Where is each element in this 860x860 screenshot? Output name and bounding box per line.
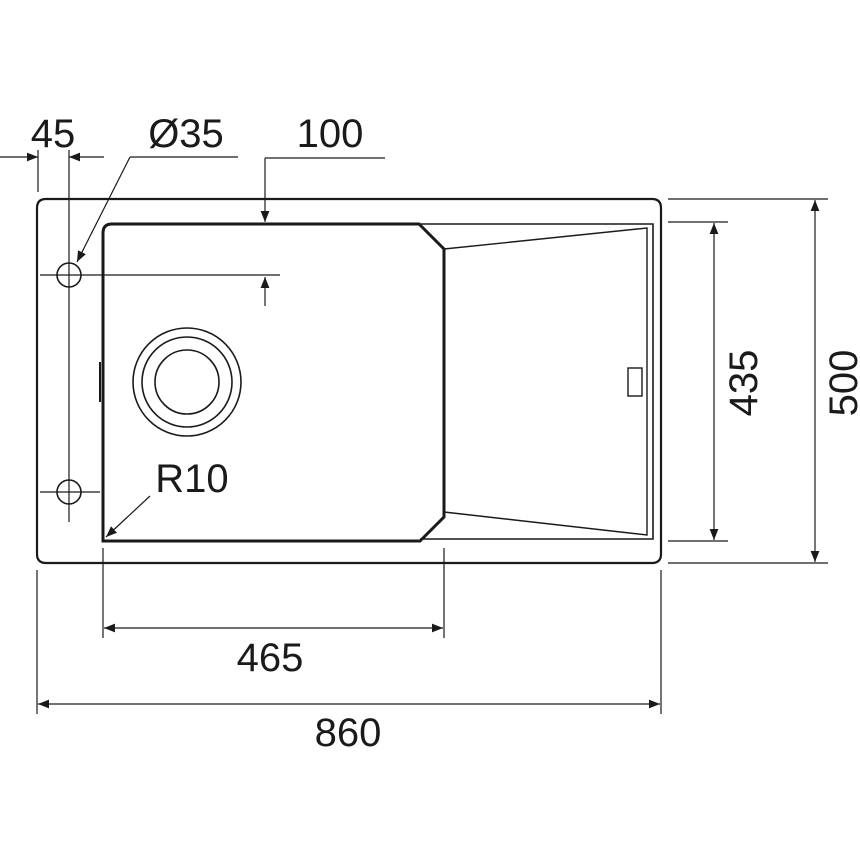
- drain: [132, 327, 242, 437]
- basin: [101, 222, 446, 543]
- drainboard: [419, 223, 654, 540]
- dim-overall-width: 860: [36, 570, 662, 755]
- label-100: 100: [297, 112, 364, 156]
- label-465: 465: [237, 636, 304, 680]
- label-45: 45: [31, 112, 76, 156]
- dim-hole-to-basin: 100: [260, 112, 385, 306]
- dim-hole-offset: 45: [0, 112, 104, 192]
- dim-basin-depth: 435: [668, 221, 766, 542]
- label-435: 435: [722, 350, 766, 417]
- drainboard-overflow: [627, 367, 643, 397]
- dim-basin-width: 465: [102, 548, 445, 680]
- label-500: 500: [822, 350, 860, 417]
- dim-corner-radius: R10: [105, 457, 229, 538]
- tap-holes: [40, 150, 280, 522]
- dim-hole-diameter: Ø35: [76, 112, 238, 263]
- sink-outline: [35, 197, 663, 565]
- label-diameter-35: Ø35: [148, 112, 224, 156]
- dim-overall-depth: 500: [668, 198, 860, 564]
- label-r10: R10: [155, 457, 228, 501]
- label-860: 860: [315, 711, 382, 755]
